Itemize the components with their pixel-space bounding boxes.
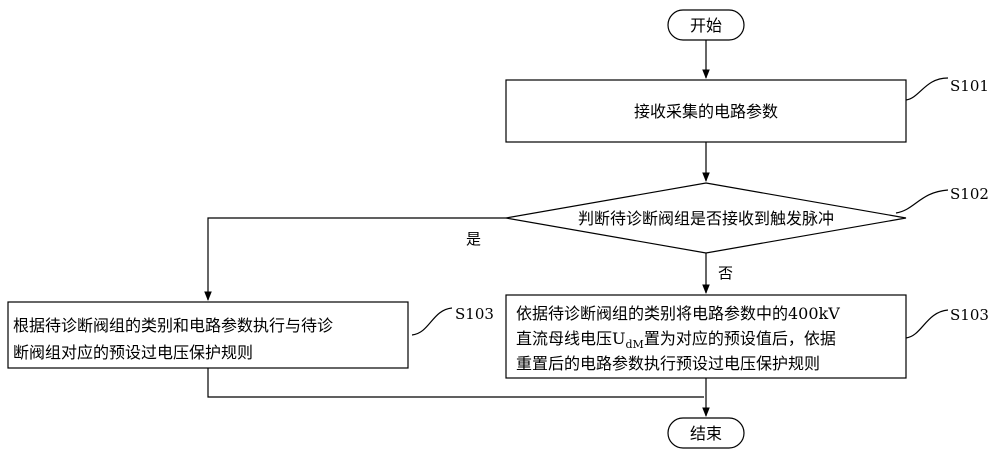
step-s101-text: 接收采集的电路参数: [634, 102, 778, 121]
label-no: 否: [718, 264, 733, 282]
step-s103-right: 依据待诊断阀组的类别将电路参数中的400kV 直流母线电压UdM置为对应的预设值…: [505, 294, 907, 379]
decision-s102-text: 判断待诊断阀组是否接收到触发脉冲: [578, 209, 834, 228]
step-s103-right-line2-post: 置为对应的预设值后，依据: [644, 329, 836, 348]
step-s101: 接收采集的电路参数: [505, 79, 907, 143]
tag-s103-left: S103: [455, 305, 494, 323]
step-s103-left-line2: 断阀组对应的预设过电压保护规则: [13, 343, 253, 362]
step-s103-left-line1: 根据待诊断阀组的类别和电路参数执行与待诊: [13, 316, 333, 335]
decision-s102: 判断待诊断阀组是否接收到触发脉冲: [505, 182, 907, 254]
tag-s101: S101: [950, 77, 989, 95]
callout-s103-right: [905, 309, 949, 339]
start-label: 开始: [690, 16, 722, 35]
start-node: 开始: [667, 9, 745, 41]
step-s103-right-line3: 重置后的电路参数执行预设过电压保护规则: [516, 354, 820, 373]
label-yes: 是: [466, 230, 481, 248]
end-node: 结束: [667, 417, 745, 449]
arrow-decision-yes: [204, 217, 506, 301]
step-s103-right-line1: 依据待诊断阀组的类别将电路参数中的400kV: [516, 304, 840, 323]
callout-s102: [895, 189, 949, 214]
line-left-to-merge: [207, 368, 704, 398]
tag-s102: S102: [950, 185, 989, 203]
step-s103-right-line2-pre: 直流母线电压U: [516, 329, 626, 348]
callout-s101: [905, 77, 949, 101]
end-label: 结束: [690, 424, 722, 443]
callout-s103-left: [411, 307, 453, 336]
tag-s103-right: S103: [950, 306, 989, 324]
voltage-subscript: dM: [626, 338, 644, 351]
step-s103-left: 根据待诊断阀组的类别和电路参数执行与待诊 断阀组对应的预设过电压保护规则: [7, 301, 409, 369]
step-s103-right-line2: 直流母线电压UdM置为对应的预设值后，依据: [516, 329, 836, 351]
